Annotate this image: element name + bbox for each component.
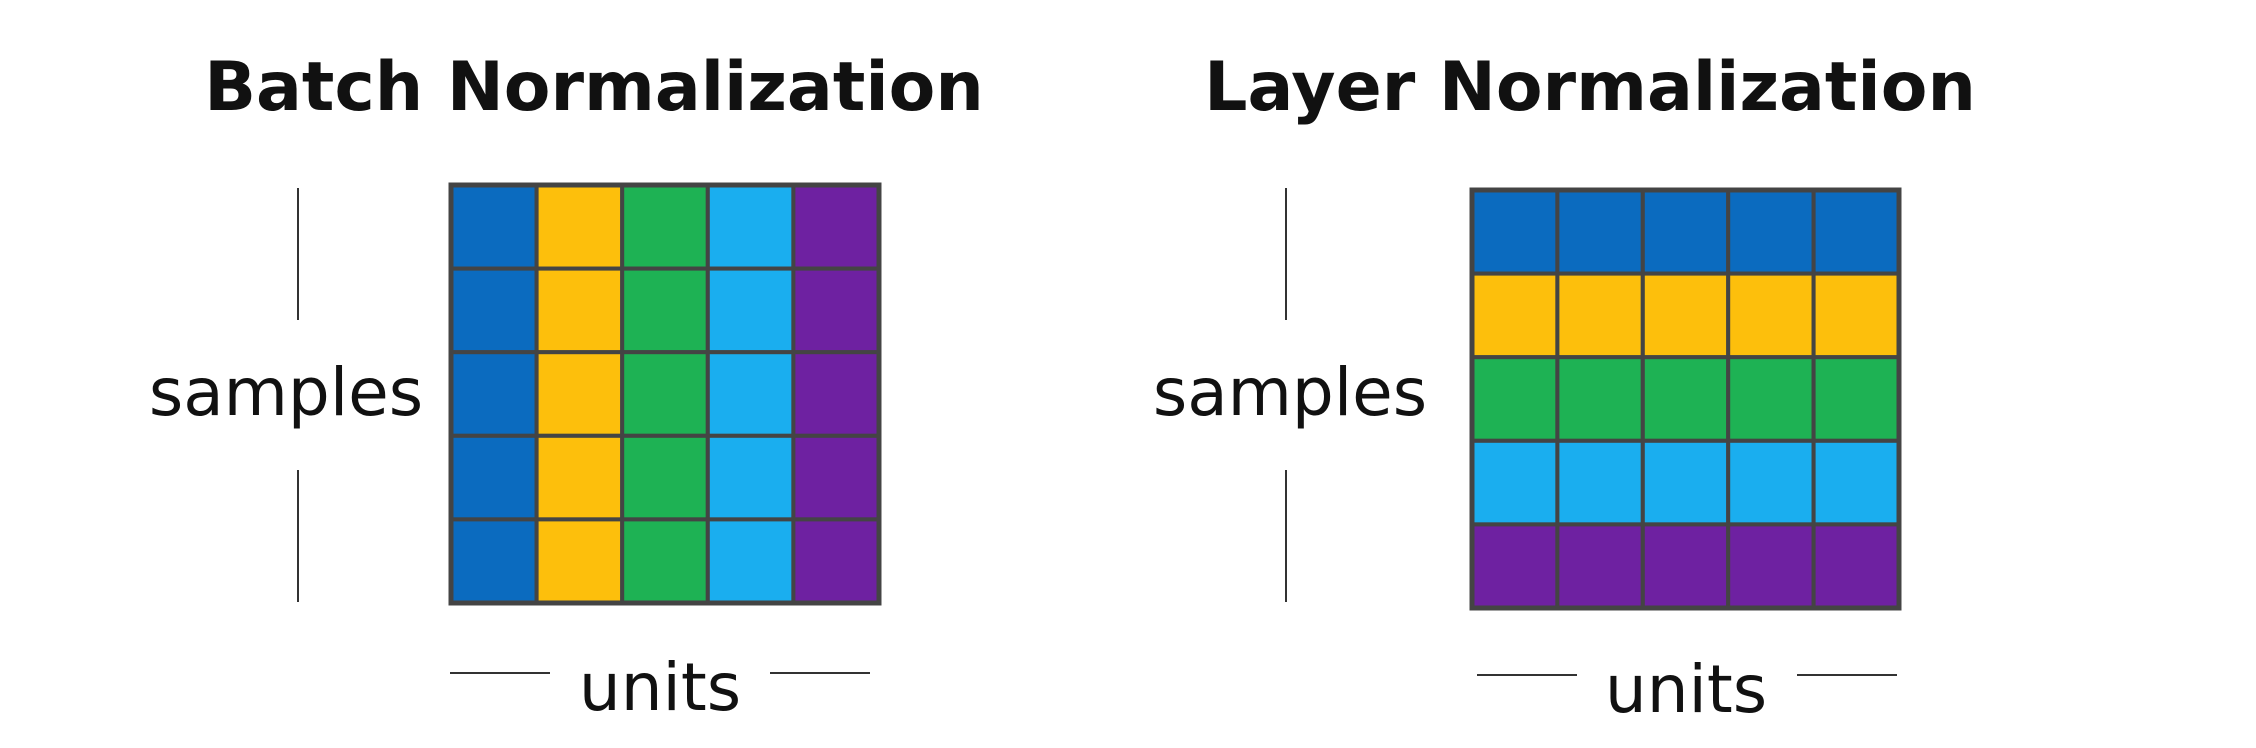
layer-norm-cell-r3-c5 xyxy=(1811,355,1901,443)
layer-norm-cell-r2-c2 xyxy=(1555,271,1645,360)
layer-norm-cell-r2-c4 xyxy=(1726,271,1816,360)
layer-norm-cell-r3-c1 xyxy=(1470,355,1560,443)
layer-norm-cell-r2-c3 xyxy=(1640,271,1731,360)
layer-norm-units-label: units xyxy=(1605,651,1767,728)
batch-norm-cell-r1-c4 xyxy=(705,183,796,271)
layer-norm-cell-r5-c3 xyxy=(1640,522,1731,611)
batch-norm-cell-r5-c4 xyxy=(705,517,796,606)
batch-norm-cell-r4-c4 xyxy=(705,433,796,522)
batch-norm-cell-r3-c1 xyxy=(449,350,539,438)
batch-norm-cell-r5-c2 xyxy=(534,517,625,606)
batch-norm-cell-r4-c3 xyxy=(620,433,710,522)
layer-norm-cell-r4-c3 xyxy=(1640,438,1731,527)
batch-norm-grid xyxy=(448,182,882,606)
layer-norm-cell-r1-c3 xyxy=(1640,188,1731,276)
batch-norm-cell-r5-c3 xyxy=(620,517,710,606)
batch-norm-grid-frame xyxy=(448,182,882,606)
layer-norm-cell-r4-c5 xyxy=(1811,438,1901,527)
layer-norm-title: Layer Normalization xyxy=(1204,48,1976,127)
layer-norm-cell-r1-c1 xyxy=(1470,188,1560,276)
batch-norm-cell-r2-c3 xyxy=(620,266,710,355)
batch-norm-cell-r4-c5 xyxy=(791,433,882,522)
layer-norm-cell-r3-c3 xyxy=(1640,355,1731,443)
batch-norm-cell-r3-c2 xyxy=(534,350,625,438)
batch-norm-cell-r2-c2 xyxy=(534,266,625,355)
batch-norm-cell-r3-c5 xyxy=(791,350,882,438)
batch-norm-cell-r1-c3 xyxy=(620,183,710,271)
layer-norm-cell-r2-c1 xyxy=(1470,271,1560,360)
batch-norm-cell-r5-c1 xyxy=(449,517,539,606)
batch-norm-samples-label: samples xyxy=(149,354,423,431)
layer-norm-cell-r4-c2 xyxy=(1555,438,1645,527)
layer-norm-cell-r5-c2 xyxy=(1555,522,1645,611)
batch-norm-cell-r3-c4 xyxy=(705,350,796,438)
layer-norm-cell-r1-c2 xyxy=(1555,188,1645,276)
batch-norm-cell-r5-c5 xyxy=(791,517,882,606)
layer-norm-cell-r1-c5 xyxy=(1811,188,1901,276)
batch-norm-cell-r4-c2 xyxy=(534,433,625,522)
batch-norm-cell-r2-c1 xyxy=(449,266,539,355)
layer-norm-grid xyxy=(1469,187,1902,611)
batch-norm-units-label: units xyxy=(579,649,741,726)
layer-norm-cell-r4-c4 xyxy=(1726,438,1816,527)
batch-norm-cell-r2-c4 xyxy=(705,266,796,355)
layer-norm-cell-r5-c5 xyxy=(1811,522,1901,611)
batch-norm-cell-r1-c2 xyxy=(534,183,625,271)
layer-norm-cell-r1-c4 xyxy=(1726,188,1816,276)
layer-norm-cell-r4-c1 xyxy=(1470,438,1560,527)
layer-norm-cell-r3-c4 xyxy=(1726,355,1816,443)
batch-norm-cell-r3-c3 xyxy=(620,350,710,438)
batch-norm-cell-r2-c5 xyxy=(791,266,882,355)
batch-norm-title: Batch Normalization xyxy=(204,48,984,127)
layer-norm-cell-r2-c5 xyxy=(1811,271,1901,360)
layer-norm-samples-label: samples xyxy=(1153,354,1427,431)
batch-norm-panel: Batch Normalization samples units xyxy=(149,48,984,726)
batch-norm-cell-r1-c5 xyxy=(791,183,882,271)
layer-norm-cell-r5-c1 xyxy=(1470,522,1560,611)
layer-norm-grid-frame xyxy=(1469,187,1902,611)
batch-norm-cell-r1-c1 xyxy=(449,183,539,271)
layer-norm-cell-r5-c4 xyxy=(1726,522,1816,611)
batch-norm-cell-r4-c1 xyxy=(449,433,539,522)
layer-norm-cell-r3-c2 xyxy=(1555,355,1645,443)
layer-norm-panel: Layer Normalization samples units xyxy=(1153,48,1976,728)
